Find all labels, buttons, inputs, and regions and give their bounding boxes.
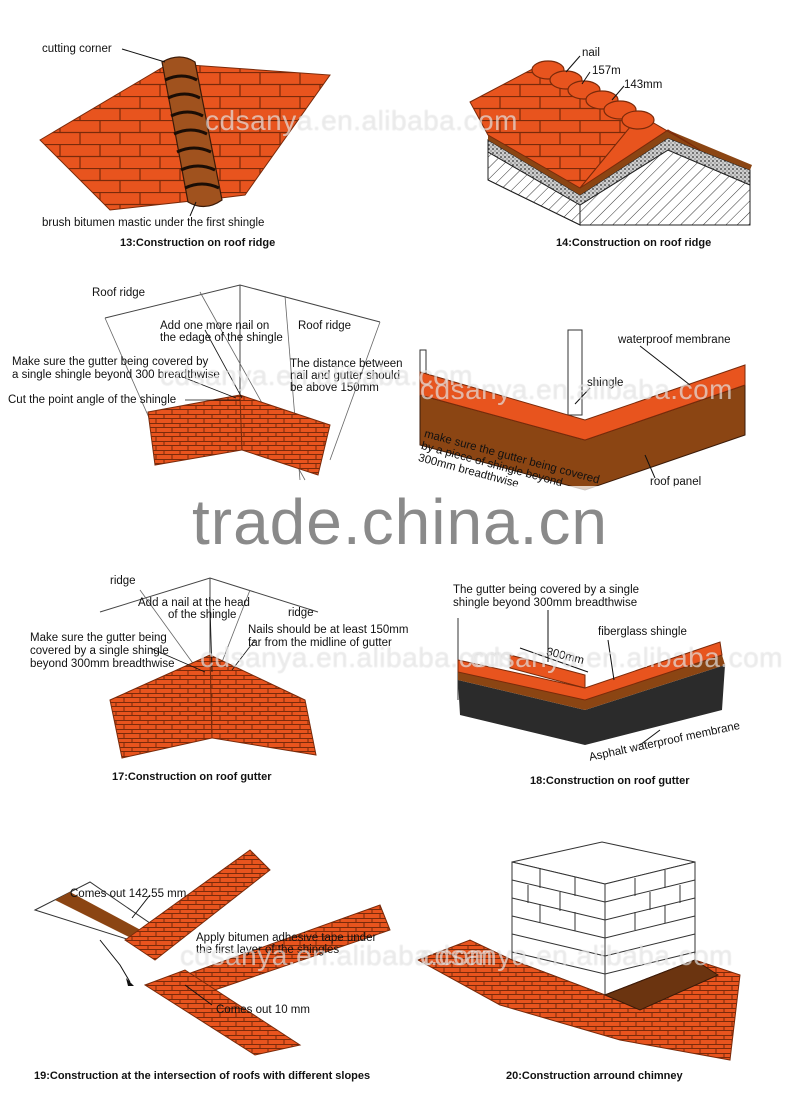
brown-layer [458,655,725,710]
label-brush-mastic: brush bitumen mastic under the first shi… [42,217,265,229]
label-fiberglass: fiberglass shingle [598,626,687,638]
dim-leader-2 [611,85,625,101]
panel-20-illustration [416,841,741,1061]
waterproof-membrane [419,364,746,441]
label-dim-143: 143mm [624,79,663,91]
gutter-shingle-top [509,654,586,689]
label-make-sure-17-1: Make sure the gutter being [30,632,167,644]
watermark-trade-china: trade.china.cn [0,486,800,558]
watermark-small-5: cdsanya.en.alibaba.com [420,374,733,405]
panel-18-illustration [457,610,725,746]
roof-panel-leader [644,454,656,479]
roof-shingles-20 [416,939,741,1061]
caption-14: 14:Construction on roof ridge [556,237,712,249]
label-cut-point: Cut the point angle of the shingle [8,394,177,406]
asphalt-layer [458,665,725,745]
panel-15-illustration [104,284,381,481]
label-apply-tape-2: the first layer of the shingles [196,944,340,956]
asphalt-leader [639,729,661,746]
label-add-nail-head-2: of the shingle [168,609,237,621]
watermark-small-3: cdsanya.en.alibaba.com [200,642,513,673]
nail-leader [565,55,581,73]
roof-tiles-right [579,114,701,189]
label-ridge-left: ridge [110,575,136,587]
watermark-small-7: cdsanya.en.alibaba.com [420,940,733,971]
label-distance-3: be above 150mm [290,382,379,394]
watermark-small-2: cdsanya.en.alibaba.com [160,360,473,391]
label-cutting-corner: cutting corner [42,43,112,55]
caption-18: 18:Construction on roof gutter [530,775,690,787]
panel-14-illustration [469,55,752,226]
label-roof-panel: roof panel [650,476,702,488]
label-dim-157: 157m [592,65,621,77]
fiberglass-leader [607,639,615,681]
roof-ridge-outline [104,284,381,323]
dim-line-18 [519,647,589,673]
label-shingle: shingle [587,377,624,389]
outline-right [329,321,381,461]
wall-post [567,329,583,416]
dim-leader-1 [581,71,591,85]
ridge-cap-seams [164,74,220,190]
label-make-sure-17-3: beyond 300mm breadthwise [30,658,175,670]
label-apply-tape-1: Apply bitumen adhesive tape under [196,932,377,944]
panel-17-illustration [99,577,319,759]
outline-left [104,317,151,421]
gutter-shingles-right-17 [209,654,317,756]
label-roof-ridge-left: Roof ridge [92,287,146,299]
caption-20: 20:Construction arround chimney [506,1070,683,1082]
label-comes-out-10: Comes out 10 mm [216,1004,310,1016]
label-gutter-18-1: The gutter being covered by a single [453,584,640,596]
cutting-corner-leader [121,48,166,63]
shingle-leader [574,387,591,405]
label-comes-out-142: Comes out 142.55 mm [70,888,187,900]
lower-roof-shingles [143,969,302,1056]
gutter-shingles-right [239,394,331,476]
label-distance-1: The distance between [290,358,403,370]
label-gutter-18-2: shingle beyond 300mm breadthwise [453,597,638,609]
label-add-nail-2: the edage of the shingle [160,332,283,344]
caption-17: 17:Construction on roof gutter [112,771,272,783]
membrane-leader [639,345,691,386]
mastic-leader [189,201,197,217]
comes-out-leader [131,894,151,919]
label-nail: nail [582,47,600,59]
panel-13-illustration [39,48,331,217]
label-make-sure-2: a single shingle beyond 300 breadthwise [12,369,220,381]
watermark-small-4: cdsanya.en.alibaba.com [470,642,783,673]
panel-16-illustration [419,329,746,491]
gutter-shingles-left-17 [109,654,213,759]
label-add-nail-1: Add one more nail on [160,320,270,332]
label-roof-ridge-right: Roof ridge [298,320,352,332]
comes-out-10-leader [184,984,213,1006]
label-nails-150-1: Nails should be at least 150mm [248,624,409,636]
board-brown-edge [55,892,150,940]
label-waterproof-membrane: waterproof membrane [618,334,731,346]
watermark-small-6: cdsanya.en.alibaba.com [180,940,493,971]
panel-19-illustration [33,849,391,1056]
label-nails-150-2: far from the midline of gutter [248,637,392,649]
arrow-1 [99,939,131,983]
watermark-small-1: cdsanya.en.alibaba.com [205,105,518,136]
label-distance-2: nail and gutter should [290,370,400,382]
flashing-dark [603,959,720,1011]
label-make-sure-17-2: covered by a single shingle [30,645,169,657]
ridge-caps [531,60,655,130]
label-add-nail-head-1: Add a nail at the head [138,597,250,609]
label-make-sure-1: Make sure the gutter being covered by [12,356,209,368]
upper-roof-shingles [124,849,271,961]
chimney-bricks [511,868,696,975]
caption-19: 19:Construction at the intersection of r… [34,1070,371,1082]
caption-13: 13:Construction on roof ridge [120,237,276,249]
label-ridge-right: ridge [288,607,314,619]
brown-underlay [488,130,752,195]
